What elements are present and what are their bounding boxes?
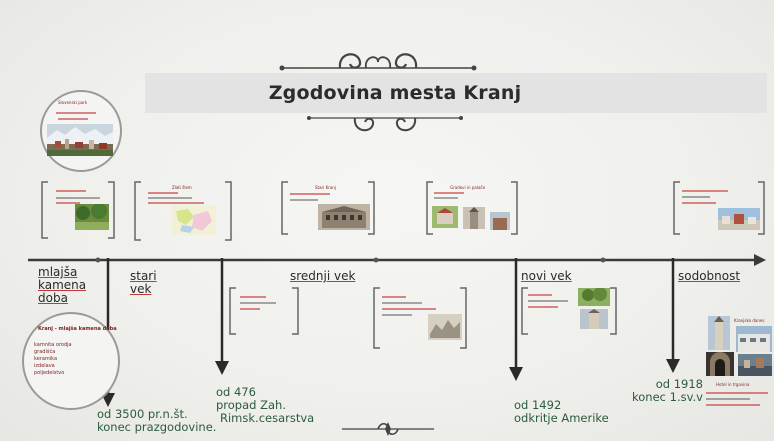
card-bracket-2 <box>134 181 232 241</box>
era-mlajsa-kamena-doba[interactable]: mlajša kamena doba <box>38 266 86 305</box>
ornament-bottom <box>307 116 463 132</box>
circle-bottom-item: kamnita orodja <box>34 342 72 348</box>
era-line: mlajša <box>38 265 78 279</box>
photo-park[interactable] <box>75 204 109 230</box>
date-line: Rimsk.cesarstva <box>220 411 315 425</box>
card-bracket-3 <box>281 181 375 235</box>
circle-frame-bottom[interactable] <box>22 312 120 410</box>
date-1918[interactable]: od 1918 konec 1.sv.v <box>632 378 703 404</box>
circle-bottom-item: izdelava <box>34 363 55 369</box>
photo-church[interactable] <box>580 309 608 329</box>
photo-tunnel[interactable] <box>706 352 734 376</box>
card-bracket-8 <box>521 287 617 335</box>
text-line <box>706 398 750 400</box>
era-line: doba <box>38 291 68 305</box>
circle-bottom-title: Kranj - mlajša kamena doba <box>38 326 117 332</box>
date-line: konec prazgodovine. <box>97 420 217 434</box>
text-line <box>682 190 728 192</box>
ornament-footer <box>342 422 434 436</box>
photo-town-mountains[interactable] <box>47 124 113 156</box>
circle-bottom-item: keramika <box>34 356 58 362</box>
date-line: od 476 <box>216 385 256 399</box>
title-bar <box>145 73 767 113</box>
date-476[interactable]: od 476 propad Zah. Rimsk.cesarstva <box>216 386 314 425</box>
era-novi-vek[interactable]: novi vek <box>521 269 572 283</box>
date-line: od 1492 <box>514 398 562 412</box>
text-line <box>434 197 458 199</box>
text-line <box>56 190 86 192</box>
card4-title: Gradovi in palače <box>450 185 486 190</box>
text-line <box>58 118 88 120</box>
photo-old-building[interactable] <box>318 204 370 230</box>
text-line <box>682 202 716 204</box>
text-line <box>148 192 178 194</box>
page-title: Zgodovina mesta Kranj <box>268 82 522 104</box>
text-line <box>382 296 406 298</box>
photo-castle-2[interactable] <box>463 207 485 229</box>
text-line <box>434 192 464 194</box>
era-line: kamena <box>38 278 87 292</box>
date-1492[interactable]: od 1492 odkritje Amerike <box>514 399 609 425</box>
text-line <box>382 308 436 310</box>
photo-modern-town[interactable] <box>718 208 760 230</box>
timeline-axis <box>28 254 766 266</box>
card3-title: Stari Kranj <box>315 185 336 190</box>
arrow-down-3 <box>509 258 523 381</box>
ornament-top <box>279 53 477 71</box>
text-line <box>240 302 276 304</box>
text-line <box>290 199 318 201</box>
text-line <box>290 193 330 195</box>
card2-title: Zlati šlem <box>172 185 192 190</box>
era-srednji-vek[interactable]: srednji vek <box>290 269 356 283</box>
text-line <box>682 196 710 198</box>
text-line <box>382 314 412 316</box>
circle-bottom-item: gradišča <box>34 349 56 355</box>
card-bracket-6 <box>229 287 299 335</box>
right-bottom-title: Kranjsko danes <box>734 318 765 323</box>
text-line <box>706 404 760 406</box>
photo-trees[interactable] <box>578 288 610 306</box>
photo-church-tower[interactable] <box>708 316 730 350</box>
text-line <box>56 197 100 199</box>
text-line <box>148 197 192 199</box>
text-line <box>148 202 204 204</box>
card-bracket-1 <box>41 181 115 239</box>
date-line: konec 1.sv.v <box>632 390 703 404</box>
photo-castle-3[interactable] <box>490 212 510 230</box>
date-line: odkritje Amerike <box>514 411 609 425</box>
text-line <box>56 202 80 204</box>
era-sodobnost[interactable]: sodobnost <box>678 269 741 283</box>
right-bottom-caption: Hotel in trgovina <box>716 382 750 387</box>
map-image[interactable] <box>172 205 216 235</box>
era-line: stari <box>130 269 157 283</box>
text-line <box>528 306 558 308</box>
text-line <box>528 294 552 296</box>
arrow-down-4 <box>666 258 680 373</box>
photo-panorama[interactable] <box>738 354 772 376</box>
date-line: propad Zah. <box>216 398 286 412</box>
text-line <box>240 296 266 298</box>
card-bracket-7 <box>373 287 467 349</box>
era-line: vek <box>130 282 152 296</box>
text-line <box>706 392 768 394</box>
text-line <box>382 302 422 304</box>
photo-castle-1[interactable] <box>432 206 458 228</box>
arrow-down-2 <box>215 258 229 375</box>
photo-historic-drawing[interactable] <box>428 314 462 340</box>
photo-modern-building[interactable] <box>736 326 772 352</box>
text-line <box>528 300 568 302</box>
date-3500[interactable]: od 3500 pr.n.št. konec prazgodovine. <box>97 408 216 434</box>
circle-bottom-item: poljedelstvo <box>34 370 65 376</box>
date-line: od 1918 <box>655 377 703 391</box>
text-line <box>240 308 260 310</box>
card-bracket-4 <box>426 181 518 235</box>
date-line: od 3500 pr.n.št. <box>97 407 188 421</box>
circle-top-title: Slovenski park <box>58 100 88 105</box>
card-bracket-5 <box>673 181 765 235</box>
era-stari-vek[interactable]: stari vek <box>130 270 157 296</box>
text-line <box>56 112 96 114</box>
